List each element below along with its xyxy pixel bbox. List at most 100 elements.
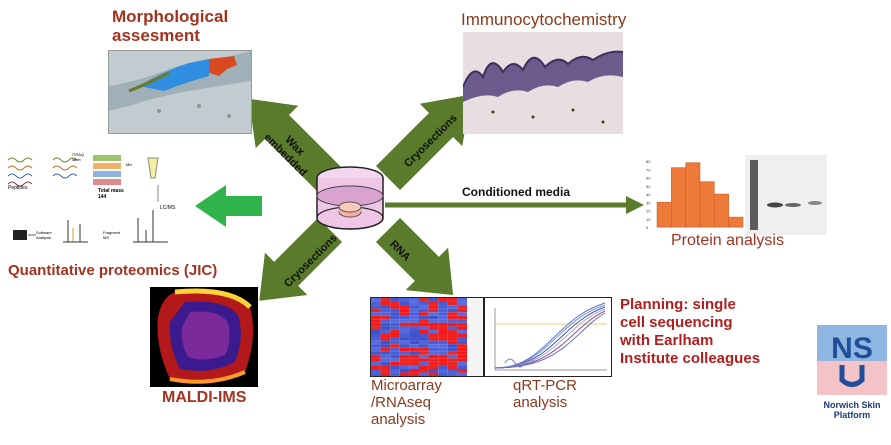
heatmap-cell xyxy=(428,340,439,345)
immunocytochemistry-label: Immunocytochemistry xyxy=(461,10,627,29)
heatmap-cell xyxy=(409,312,419,316)
heatmap-cell xyxy=(399,329,410,334)
heatmap-cell xyxy=(390,315,400,320)
heatmap-cell xyxy=(457,347,467,352)
heatmap-cell xyxy=(438,351,448,355)
heatmap-cell xyxy=(380,312,391,316)
heatmap-cell xyxy=(380,354,391,359)
logo-caption: Norwich Skin Platform xyxy=(823,400,881,420)
heatmap-cell xyxy=(457,308,467,313)
heatmap-cell xyxy=(390,308,400,313)
heatmap-cell xyxy=(447,312,458,316)
heatmap-cell xyxy=(428,337,439,341)
y-tick-label: 80 xyxy=(646,159,651,164)
heatmap-cell xyxy=(380,326,391,330)
heatmap-cell xyxy=(380,319,391,323)
heatmap-cell xyxy=(419,372,429,376)
heatmap-cell xyxy=(390,351,400,355)
y-tick-label: 30 xyxy=(646,200,651,205)
heatmap-cell xyxy=(428,301,439,306)
proteomics-workflow-figure: Peptides iTRAQ label Mix Total mass 144 … xyxy=(7,150,188,255)
heatmap-cell xyxy=(457,372,467,376)
heatmap-cell xyxy=(428,351,439,355)
bar xyxy=(714,193,729,228)
heatmap-cell xyxy=(447,305,458,309)
heatmap-cell xyxy=(371,298,381,302)
heatmap-cell xyxy=(409,340,419,345)
heatmap-cell xyxy=(447,326,458,330)
heatmap-cell xyxy=(428,298,439,302)
y-tick-label: 60 xyxy=(646,176,651,181)
heatmap-cell xyxy=(399,358,410,362)
heatmap-cell xyxy=(409,315,419,320)
heatmap-cell xyxy=(390,354,400,359)
immunocytochemistry-image xyxy=(463,32,623,134)
y-tick-label: 40 xyxy=(646,192,651,197)
heatmap-cell xyxy=(428,333,439,338)
heatmap-cell xyxy=(447,365,458,369)
heatmap-cell xyxy=(380,333,391,338)
heatmap-cell xyxy=(399,301,410,306)
heatmap-cell xyxy=(390,340,400,345)
heatmap-cell xyxy=(438,326,448,330)
heatmap-cell xyxy=(409,319,419,323)
morphological-label: Morphological assesment xyxy=(112,7,229,45)
maldi-label: MALDI-IMS xyxy=(162,389,247,406)
heatmap-cell xyxy=(399,308,410,313)
heatmap-cell xyxy=(409,361,419,366)
heatmap-cell xyxy=(457,329,467,334)
heatmap-cell xyxy=(428,308,439,313)
heatmap-cell xyxy=(409,365,419,369)
heatmap-cell xyxy=(409,322,419,327)
heatmap-cell xyxy=(380,301,391,306)
heatmap-cell xyxy=(399,361,410,366)
heatmap-image xyxy=(370,297,484,377)
heatmap-cell xyxy=(447,369,458,373)
heatmap-cell xyxy=(447,319,458,323)
heatmap-cell xyxy=(390,369,400,373)
heatmap-cell xyxy=(419,351,429,355)
heatmap-cell xyxy=(419,319,429,323)
heatmap-cell xyxy=(399,354,410,359)
heatmap-cell xyxy=(457,351,467,355)
heatmap-cell xyxy=(380,305,391,309)
heatmap-cell xyxy=(390,337,400,341)
heatmap-cell xyxy=(457,315,467,320)
bar xyxy=(685,162,701,228)
heatmap-cell xyxy=(380,329,391,334)
heatmap-cell xyxy=(380,358,391,362)
western-blot-image xyxy=(745,155,827,235)
heatmap-cell xyxy=(380,308,391,313)
heatmap-cell xyxy=(371,354,381,359)
heatmap-cell xyxy=(371,369,381,373)
heatmap-cell xyxy=(447,372,458,376)
heatmap-cell xyxy=(419,347,429,352)
heatmap-cell xyxy=(371,340,381,345)
heatmap-cell xyxy=(371,329,381,334)
heatmap-cell xyxy=(447,329,458,334)
heatmap-cell xyxy=(399,340,410,345)
wax-arrow xyxy=(248,98,343,193)
heatmap-cell xyxy=(438,319,448,323)
heatmap-cell xyxy=(419,308,429,313)
heatmap-cell xyxy=(409,333,419,338)
qpcr-plot-image xyxy=(484,297,612,377)
heatmap-cell xyxy=(457,305,467,309)
heatmap-cell xyxy=(447,298,458,302)
heatmap-cell xyxy=(371,361,381,366)
heatmap-cell xyxy=(390,319,400,323)
bar xyxy=(656,202,672,228)
heatmap-cell xyxy=(428,369,439,373)
conditioned-media-label: Conditioned media xyxy=(462,185,570,199)
heatmap-cell xyxy=(371,315,381,320)
heatmap-cell xyxy=(419,301,429,306)
bar xyxy=(728,216,744,228)
heatmap-cell xyxy=(428,372,439,376)
heatmap-cell xyxy=(399,369,410,373)
heatmap-cell xyxy=(447,333,458,338)
heatmap-cell xyxy=(419,344,429,348)
heatmap-cell xyxy=(447,361,458,366)
fragment-text: Fragment MS xyxy=(103,230,121,240)
heatmap-cell xyxy=(419,329,429,334)
